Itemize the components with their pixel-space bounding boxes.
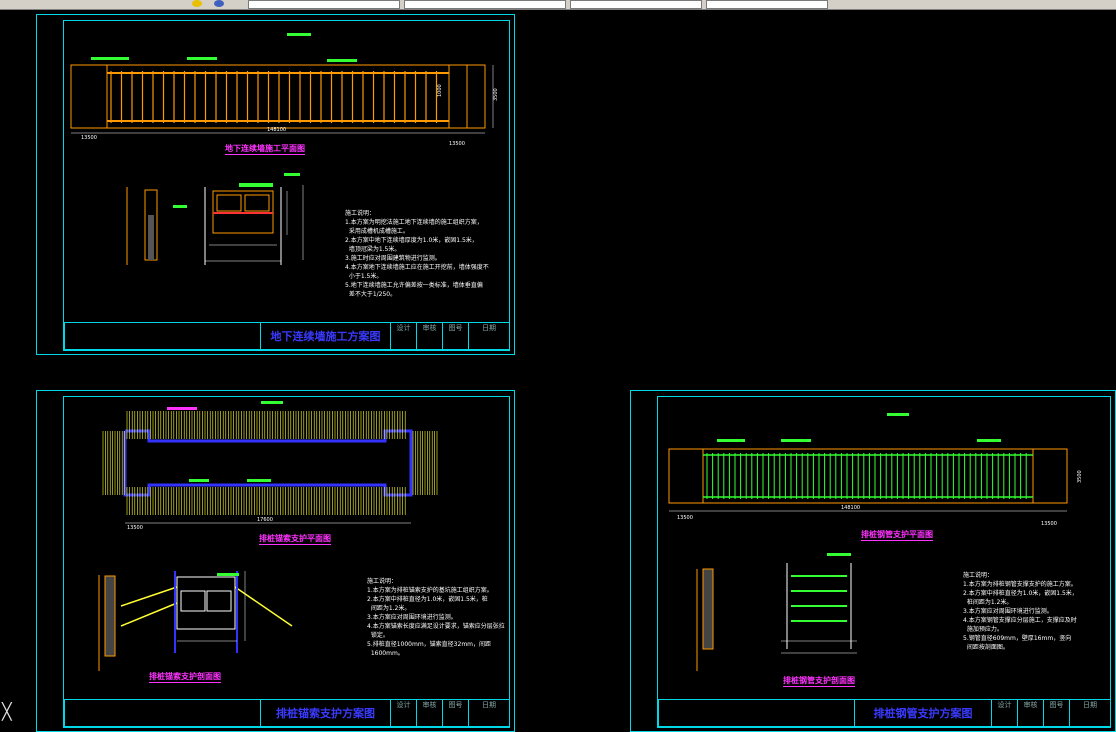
drawing-sheet-2[interactable]: 17600 13500 排桩锚索支护平面图 排桩锚索支护剖面图 施工说明： 1.本… — [36, 390, 515, 732]
tblock-cell: 审核 — [417, 700, 443, 726]
drawing-sheet-1[interactable]: 148100 13500 13500 3500 1000 地下连续墙施工平面图 施工说明… — [36, 14, 515, 355]
corner-block — [1032, 448, 1068, 504]
pile-strut-plan: 148100 13500 13500 3500 — [668, 413, 1083, 527]
leader-label — [247, 479, 271, 482]
pile-strut-section — [696, 553, 857, 671]
tblock-cell: 设计 — [391, 700, 417, 726]
sheet-1-inner-border — [63, 20, 510, 351]
leader-label — [261, 401, 283, 404]
sheet-3-inner-border — [657, 396, 1111, 728]
sheet-3-title: 排桩钢管支护方案图 — [855, 700, 992, 726]
retaining-line — [123, 429, 413, 497]
cad-toolbar — [0, 0, 1116, 10]
lineweight-dropdown[interactable] — [706, 0, 828, 9]
sheet-1-notes: 施工说明： 1.本方案为明挖法施工地下连续墙的施工组织方案， 采用成槽机成槽施工… — [345, 210, 489, 298]
sheet-3-plan-caption: 排桩钢管支护平面图 — [861, 530, 933, 541]
layer-freeze-icon[interactable] — [214, 0, 224, 7]
sheet-2-inner-border — [63, 396, 510, 728]
leader-label — [91, 57, 129, 60]
sheet-3-drawing: 148100 13500 13500 3500 — [668, 413, 1083, 671]
dimension-label: 148100 — [841, 505, 860, 511]
sheet-2-notes: 施工说明： 1.本方案为排桩锚索支护的基坑施工组织方案。 2.本方案中排桩直径为… — [367, 578, 505, 657]
dimension-label: 13500 — [81, 135, 97, 141]
tblock-cell: 设计 — [992, 700, 1018, 726]
leader-label — [189, 479, 209, 482]
tblock-cell: 图号 — [443, 323, 469, 349]
sheet-2-title: 排桩锚索支护方案图 — [261, 700, 391, 726]
drawing-sheet-3[interactable]: 148100 13500 13500 3500 排桩钢管支护平面图 排桩钢管支护剖面图… — [630, 390, 1116, 732]
tblock-cell: 图号 — [1044, 700, 1070, 726]
dimension-label: 13500 — [677, 515, 693, 521]
pile-anchor-section — [98, 571, 293, 671]
corner-block — [70, 64, 108, 129]
tblock-cell: 日期 — [482, 324, 496, 332]
leader-label — [167, 407, 197, 410]
sheet-2-section-caption: 排桩锚索支护剖面图 — [149, 672, 221, 683]
sheet-2-drawing: 17600 13500 — [98, 401, 438, 671]
leader-label — [187, 57, 217, 60]
diaphragm-wall-section — [126, 173, 304, 265]
leader-label — [717, 439, 745, 442]
sheet-3-notes: 施工说明： 1.本方案为排桩钢管支撑支护的施工方案。 2.本方案中排桩直径为1.… — [963, 572, 1078, 651]
dimension-label: 3500 — [1077, 470, 1083, 483]
linetype-dropdown[interactable] — [570, 0, 702, 9]
sheet-1-title-block: 地下连续墙施工方案图 设计 审核 图号 日期 — [64, 322, 510, 350]
leader-label — [887, 413, 909, 416]
sheet-2-title-block: 排桩锚索支护方案图 设计 审核 图号 日期 — [64, 699, 510, 727]
tblock-cell: 设计 — [391, 323, 417, 349]
tblock-cell: 图号 — [443, 700, 469, 726]
sheet-1-title: 地下连续墙施工方案图 — [261, 323, 391, 349]
leader-label — [327, 59, 357, 62]
sheet-2-plan-caption: 排桩锚索支护平面图 — [259, 534, 331, 545]
color-dropdown[interactable] — [404, 0, 566, 9]
corner-block — [448, 64, 486, 129]
leader-label — [977, 439, 1001, 442]
ucs-icon: ╳ — [2, 702, 12, 721]
sheet-1-plan-caption: 地下连续墙施工平面图 — [225, 144, 305, 155]
dimension-label: 13500 — [1041, 521, 1057, 527]
dimension-label: 1000 — [437, 84, 443, 97]
wall-outline — [668, 448, 1068, 504]
tblock-cell: 日期 — [482, 701, 496, 709]
leader-label — [781, 439, 811, 442]
diaphragm-wall-plan: 148100 13500 13500 3500 1000 — [70, 33, 499, 147]
tblock-cell: 日期 — [1083, 701, 1097, 709]
sheet-3-section-caption: 排桩钢管支护剖面图 — [783, 676, 855, 687]
layer-state-icon[interactable] — [192, 0, 202, 7]
tblock-cell: 审核 — [1018, 700, 1044, 726]
dimension-label: 148100 — [267, 127, 286, 133]
leader-label — [287, 33, 311, 36]
sheet-3-title-block: 排桩钢管支护方案图 设计 审核 图号 日期 — [658, 699, 1111, 727]
dimension-label: 17600 — [257, 517, 273, 523]
sheet-1-drawing: 148100 13500 13500 3500 1000 — [70, 33, 499, 265]
dimension-label: 13500 — [127, 525, 143, 531]
dimension-label: 3500 — [493, 88, 499, 101]
tblock-cell: 审核 — [417, 323, 443, 349]
dimension-label: 13500 — [449, 141, 465, 147]
corner-block — [668, 448, 704, 504]
layer-dropdown[interactable] — [248, 0, 400, 9]
pile-anchor-plan: 17600 13500 — [102, 401, 438, 531]
